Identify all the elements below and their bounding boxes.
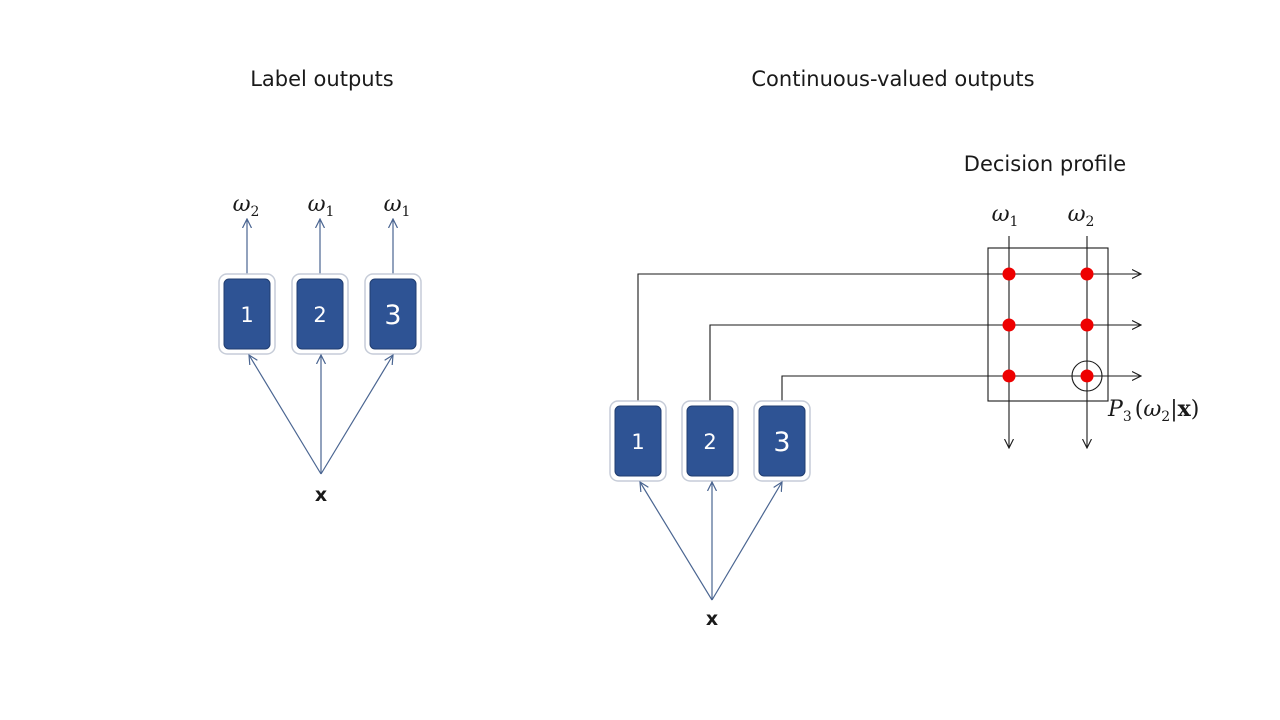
label-outputs-title: Label outputs bbox=[250, 67, 394, 91]
profile-column-label-2: ω2 bbox=[1068, 202, 1095, 230]
left-output-label-2: ω1 bbox=[308, 192, 335, 220]
right-classifier-2: 2 bbox=[681, 400, 739, 482]
left-classifier-3-label: 3 bbox=[384, 300, 401, 331]
right-input-arrow-1 bbox=[640, 482, 713, 601]
left-classifier-3: 3 bbox=[364, 273, 422, 355]
left-input-arrow-1 bbox=[249, 355, 322, 475]
right-input-arrow-3 bbox=[711, 482, 782, 601]
profile-dot-2-1 bbox=[1002, 318, 1016, 332]
profile-dot-3-1 bbox=[1002, 369, 1016, 383]
left-output-label-1: ω2 bbox=[233, 192, 260, 220]
left-classifier-1-label: 1 bbox=[240, 303, 253, 327]
right-classifier-1-label: 1 bbox=[631, 430, 644, 454]
left-input-arrow-3 bbox=[320, 355, 393, 475]
left-classifier-2: 2 bbox=[291, 273, 349, 355]
profile-column-label-1: ω1 bbox=[992, 202, 1019, 230]
right-classifier-2-label: 2 bbox=[703, 430, 716, 454]
profile-dot-1-2 bbox=[1080, 267, 1094, 281]
classifier-2-output-line bbox=[709, 325, 1141, 403]
profile-dot-1-1 bbox=[1002, 267, 1016, 281]
left-classifier-2-label: 2 bbox=[313, 303, 326, 327]
highlight-circle bbox=[1071, 360, 1103, 392]
profile-dot-3-2 bbox=[1080, 369, 1094, 383]
highlight-label: P3(ω2|x) bbox=[1107, 396, 1199, 425]
left-input-label: x bbox=[315, 484, 327, 506]
right-classifier-3: 3 bbox=[753, 400, 811, 482]
continuous-outputs-title: Continuous-valued outputs bbox=[751, 67, 1034, 91]
label-outputs-panel: Label outputs ω2 ω1 ω1 1 2 3 x bbox=[218, 67, 422, 506]
right-input-label: x bbox=[706, 608, 718, 630]
classifier-1-output-line bbox=[637, 274, 1141, 403]
left-output-label-3: ω1 bbox=[384, 192, 411, 220]
right-classifier-1: 1 bbox=[609, 400, 667, 482]
continuous-outputs-panel: Continuous-valued outputs Decision profi… bbox=[609, 67, 1199, 630]
left-classifier-1: 1 bbox=[218, 273, 276, 355]
profile-dot-2-2 bbox=[1080, 318, 1094, 332]
classifier-3-output-line bbox=[781, 376, 1141, 403]
decision-profile-title: Decision profile bbox=[964, 152, 1126, 176]
right-classifier-3-label: 3 bbox=[773, 427, 790, 458]
